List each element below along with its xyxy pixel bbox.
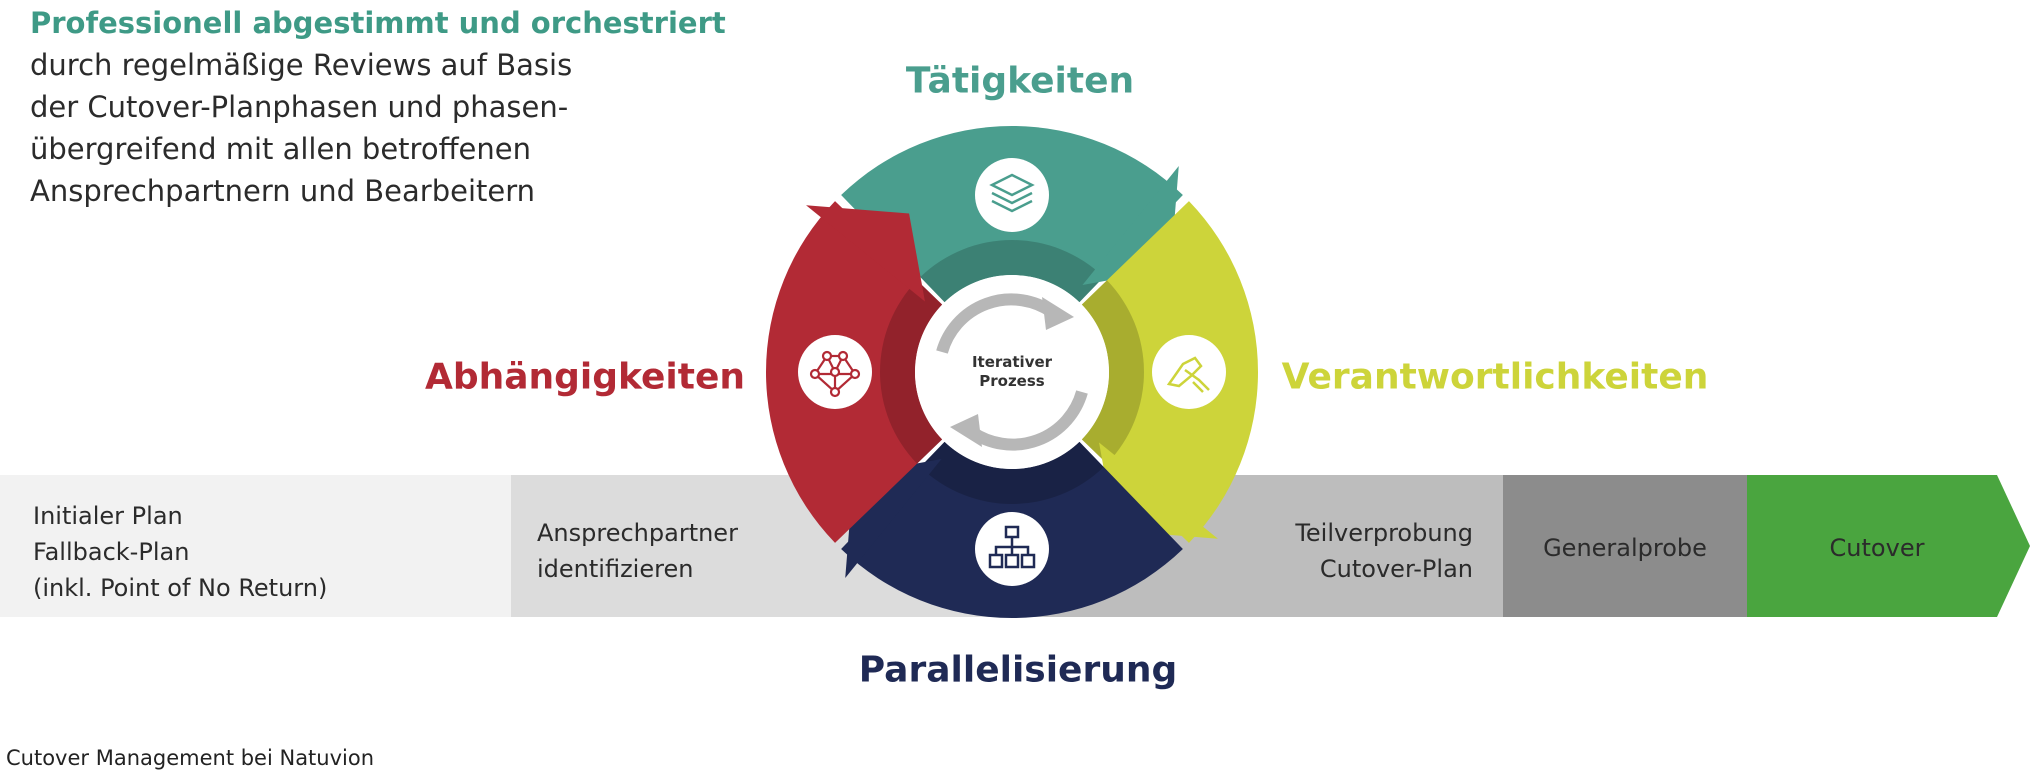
label-abhaengigkeiten: Abhängigkeiten	[424, 356, 746, 398]
network-icon	[798, 335, 872, 409]
org-chart-icon	[975, 512, 1049, 586]
phase-generalprobe-text: Generalprobe	[1543, 534, 1707, 562]
label-taetigkeiten: Tätigkeiten	[905, 60, 1135, 102]
caption: Cutover Management bei Natuvion	[6, 746, 375, 770]
phase-initial-plan	[0, 475, 511, 617]
intro-lead: Professionell abgestimmt und orchestrier…	[30, 6, 726, 40]
phase-cutover-text: Cutover	[1829, 534, 1925, 562]
cycle-segment-shade-top	[920, 240, 1104, 303]
intro-line: Ansprechpartnern und Bearbeitern	[30, 174, 536, 208]
cycle-arrowhead-left	[806, 205, 925, 302]
phase-generalprobe	[1503, 475, 1747, 617]
intro-line: der Cutover-Planphasen und phasen-	[30, 90, 569, 124]
cycle-segment-shade-bottom	[920, 441, 1104, 504]
cycle-segment-shade-left	[880, 280, 943, 464]
cycle-arrow-icon	[936, 293, 1056, 354]
handshake-icon	[1152, 335, 1226, 409]
intro-line: übergreifend mit allen betroffenen	[30, 132, 531, 166]
cycle-arrow-icon	[968, 390, 1088, 451]
layers-icon	[975, 158, 1049, 232]
label-verantwortlichkeiten: Verantwortlichkeiten	[1281, 356, 1709, 398]
intro-line: durch regelmäßige Reviews auf Basis	[30, 48, 573, 82]
label-parallelisierung: Parallelisierung	[858, 649, 1178, 691]
phase-cutover-arrow	[1747, 475, 2030, 617]
intro-text: Professionell abgestimmt und orchestrier…	[30, 2, 726, 212]
cycle-segment-shade-right	[1081, 280, 1144, 464]
